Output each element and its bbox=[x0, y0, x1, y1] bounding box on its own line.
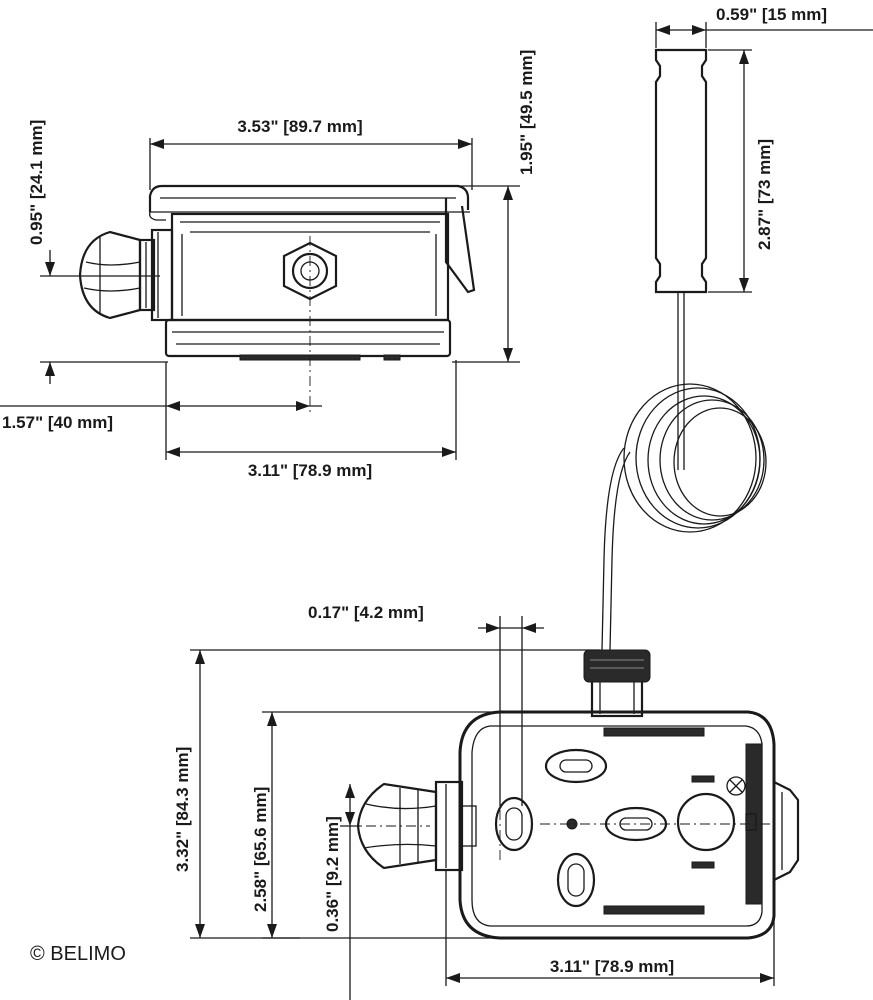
capillary-coil bbox=[623, 383, 767, 533]
front-cable-gland bbox=[78, 228, 174, 322]
mounting-slot-top bbox=[544, 748, 608, 784]
label-front-width: 3.53" [89.7 mm] bbox=[237, 117, 362, 136]
label-front-total-height: 1.95" [49.5 mm] bbox=[517, 50, 536, 175]
round-port bbox=[676, 792, 736, 852]
dim-front-base-width: 3.11" [78.9 mm] bbox=[166, 360, 457, 480]
dim-top-gland-offset: 0.36" [9.2 mm] bbox=[323, 784, 360, 1000]
probe-view bbox=[601, 48, 767, 651]
label-probe-length: 2.87" [73 mm] bbox=[755, 139, 774, 250]
probe-body bbox=[654, 48, 708, 294]
label-front-offset: 1.57" [40 mm] bbox=[2, 413, 113, 432]
label-top-hole-offset: 0.17" [4.2 mm] bbox=[308, 603, 424, 622]
top-housing bbox=[458, 710, 776, 940]
front-fitting-ring bbox=[291, 252, 329, 290]
top-probe-gland bbox=[583, 649, 651, 718]
dim-top-body-height: 2.58" [65.6 mm] bbox=[251, 711, 500, 939]
dim-front-width: 3.53" [89.7 mm] bbox=[149, 117, 473, 190]
front-view bbox=[60, 184, 476, 412]
top-view bbox=[346, 649, 800, 940]
dim-probe-length: 2.87" [73 mm] bbox=[708, 49, 774, 293]
dim-probe-width: 0.59" [15 mm] bbox=[655, 5, 873, 48]
label-front-height: 0.95" [24.1 mm] bbox=[27, 120, 46, 245]
label-top-body-height: 2.58" [65.6 mm] bbox=[251, 787, 270, 912]
dim-front-height: 0.95" [24.1 mm] bbox=[27, 120, 168, 384]
label-top-total-height: 3.32" [84.3 mm] bbox=[173, 747, 192, 872]
latch bbox=[444, 198, 476, 294]
dim-top-total-height: 3.32" [84.3 mm] bbox=[173, 649, 600, 939]
dim-front-offset: 1.57" [40 mm] bbox=[0, 362, 322, 460]
copyright-belimo: © BELIMO bbox=[30, 943, 126, 965]
mounting-slot-bottom bbox=[556, 852, 596, 908]
label-top-width: 3.11" [78.9 mm] bbox=[550, 957, 674, 976]
dim-top-width: 3.11" [78.9 mm] bbox=[445, 870, 775, 986]
label-front-base-width: 3.11" [78.9 mm] bbox=[248, 461, 372, 480]
label-top-gland-offset: 0.36" [9.2 mm] bbox=[323, 816, 342, 932]
front-lid bbox=[148, 184, 470, 212]
dim-top-hole-offset: 0.17" [4.2 mm] bbox=[308, 603, 544, 806]
mounting-slot-left bbox=[494, 796, 534, 852]
label-probe-width: 0.59" [15 mm] bbox=[716, 5, 827, 24]
front-base bbox=[164, 318, 452, 358]
dim-front-total-height: 1.95" [49.5 mm] bbox=[452, 50, 536, 363]
